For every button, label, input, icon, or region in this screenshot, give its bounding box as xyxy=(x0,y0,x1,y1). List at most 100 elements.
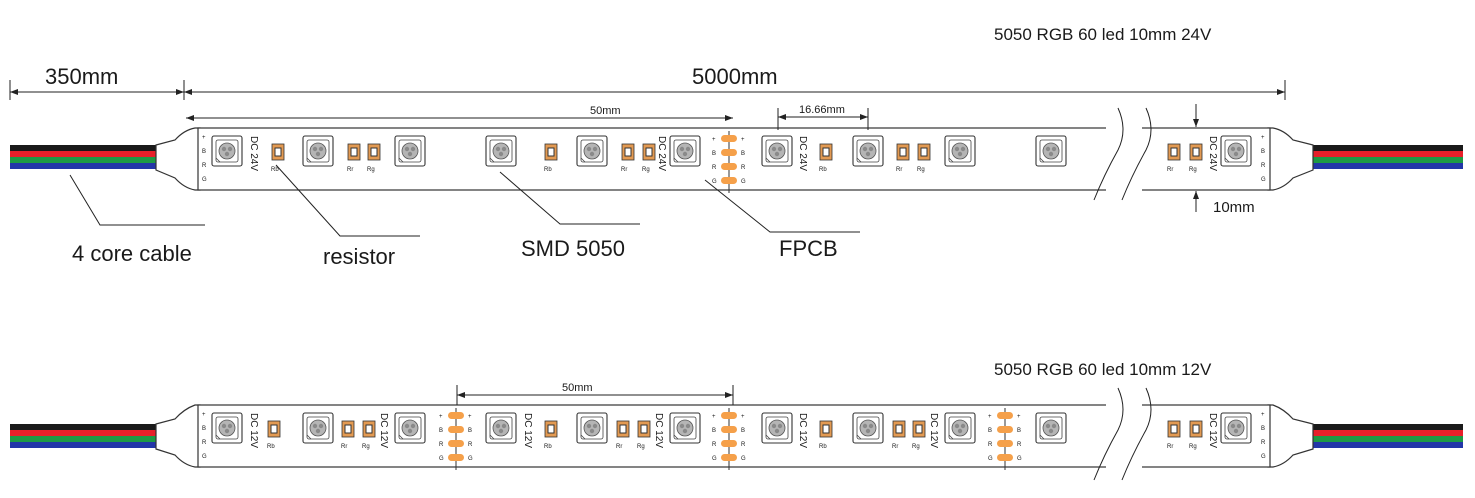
resistor-rb: Rb xyxy=(819,143,833,173)
resistor-label: Rg xyxy=(912,444,920,450)
voltage-marking: DC 12V xyxy=(653,413,664,448)
smd-5050-led xyxy=(852,412,884,444)
resistor-label: Rr xyxy=(896,167,902,173)
resistor-rb: Rb xyxy=(544,143,558,173)
resistor-label: Rb xyxy=(819,167,827,173)
resistor-rg: Rg xyxy=(1189,143,1203,173)
strip-break xyxy=(1106,105,1142,205)
pad-label: R xyxy=(741,165,746,171)
resistor-label: Rr xyxy=(616,444,622,450)
resistor-rg: Rg xyxy=(367,143,381,173)
pad-label: G xyxy=(712,179,717,185)
resistor-rg: Rg xyxy=(912,420,926,450)
pad-label: R xyxy=(988,442,993,448)
pad-label: R xyxy=(202,163,207,169)
strip-break-2 xyxy=(1106,385,1142,485)
resistor-label: Rr xyxy=(1167,444,1173,450)
resistor-label: Rb xyxy=(544,167,552,173)
pad-label: B xyxy=(202,426,206,432)
pad-label: + xyxy=(712,414,716,420)
voltage-marking: DC 12V xyxy=(248,413,259,448)
pad-label: + xyxy=(202,135,206,141)
voltage-marking: DC 24V xyxy=(1207,136,1218,171)
pad-label: B xyxy=(988,428,992,434)
end-pad-labels: +BRG xyxy=(1261,135,1266,183)
end-cap-left-2 xyxy=(155,404,201,468)
pad-label: B xyxy=(712,428,716,434)
smd-5050-led xyxy=(576,412,608,444)
end-cap-right xyxy=(1267,127,1314,191)
resistor-rr: Rr xyxy=(621,143,635,173)
smd-5050-led xyxy=(852,135,884,167)
resistor-rg: Rg xyxy=(917,143,931,173)
smd-5050-led xyxy=(302,135,334,167)
end-pad-labels: +BRG xyxy=(202,135,207,183)
pad-label: G xyxy=(741,179,746,185)
smd-5050-led xyxy=(211,412,243,444)
pad-label: R xyxy=(439,442,444,448)
callout-cable: 4 core cable xyxy=(72,241,192,266)
smd-5050-led xyxy=(944,135,976,167)
resistor-rb: Rb xyxy=(271,143,285,173)
resistor-label: Rb xyxy=(271,167,279,173)
pad-label: + xyxy=(741,414,745,420)
voltage-marking: DC 12V xyxy=(797,413,808,448)
smd-5050-led xyxy=(761,412,793,444)
pad-label: + xyxy=(1261,412,1265,418)
resistor-rr: Rr xyxy=(892,420,906,450)
pad-label: + xyxy=(988,414,992,420)
end-cap-left xyxy=(155,127,201,191)
smd-5050-led xyxy=(669,412,701,444)
resistor-label: Rr xyxy=(1167,167,1173,173)
pad-label: R xyxy=(468,442,473,448)
pad-label: B xyxy=(1017,428,1021,434)
led-pitch-label: 16.66mm xyxy=(799,104,845,116)
resistor-rb: Rb xyxy=(819,420,833,450)
resistor-label: Rg xyxy=(1189,167,1197,173)
callout-led: SMD 5050 xyxy=(521,236,625,261)
resistor-label: Rr xyxy=(347,167,353,173)
segment-length-label-2: 50mm xyxy=(562,382,593,394)
smd-5050-led xyxy=(1220,412,1252,444)
pad-label: + xyxy=(439,414,443,420)
resistor-label: Rg xyxy=(367,167,375,173)
resistor-rg: Rg xyxy=(642,143,656,173)
resistor-rr: Rr xyxy=(1167,143,1181,173)
pad-label: B xyxy=(202,149,206,155)
cable-left xyxy=(10,145,156,169)
pad-label: R xyxy=(741,442,746,448)
smd-5050-led xyxy=(211,135,243,167)
pad-label: G xyxy=(988,456,993,462)
pad-label: R xyxy=(1017,442,1022,448)
voltage-marking: DC 24V xyxy=(656,136,667,171)
strip-width-label: 10mm xyxy=(1213,199,1255,216)
end-pad-labels: +BRG xyxy=(1261,412,1266,460)
smd-5050-led xyxy=(394,135,426,167)
smd-5050-led xyxy=(1035,135,1067,167)
pad-label: + xyxy=(741,137,745,143)
end-pad-labels: +BRG xyxy=(202,412,207,460)
smd-5050-led xyxy=(485,412,517,444)
resistor-rg: Rg xyxy=(637,420,651,450)
voltage-marking: DC 24V xyxy=(797,136,808,171)
strip2-annotations: 5050 RGB 60 led 10mm 12V 50mm xyxy=(456,360,1212,405)
resistor-label: Rg xyxy=(917,167,925,173)
pad-label: + xyxy=(712,137,716,143)
smd-5050-led xyxy=(669,135,701,167)
end-cap-right-2 xyxy=(1267,404,1314,468)
pad-label: B xyxy=(439,428,443,434)
pad-label: G xyxy=(1261,454,1266,460)
smd-5050-led xyxy=(944,412,976,444)
smd-5050-led xyxy=(1035,412,1067,444)
pad-label: + xyxy=(1017,414,1021,420)
callout-fpcb: FPCB xyxy=(779,236,838,261)
smd-5050-led xyxy=(394,412,426,444)
voltage-marking: DC 12V xyxy=(1207,413,1218,448)
resistor-rb: Rb xyxy=(544,420,558,450)
pad-label: B xyxy=(1261,149,1265,155)
pad-label: B xyxy=(712,151,716,157)
